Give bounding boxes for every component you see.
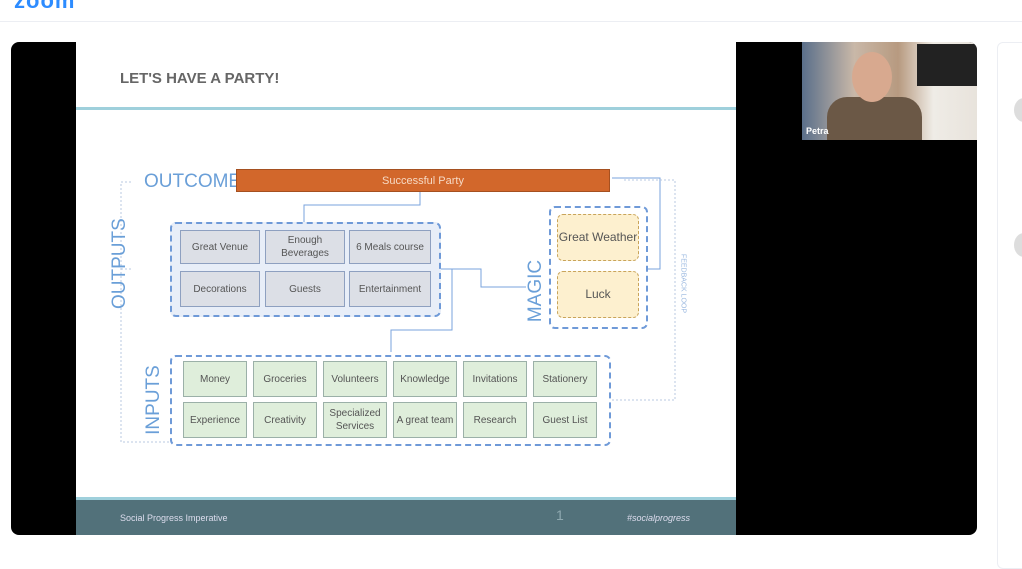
connector-lines [120, 177, 676, 443]
output-item: Guests [265, 271, 345, 307]
inputs-label: INPUTS [143, 365, 164, 435]
magic-item: Great Weather [557, 214, 639, 261]
participant-name: Petra [806, 126, 829, 136]
background-tv [917, 44, 977, 86]
output-item: Entertainment [349, 271, 431, 307]
feedback-left-line [120, 181, 169, 443]
input-item: Experience [183, 402, 247, 438]
output-item: Enough Beverages [265, 230, 345, 264]
outcome-bar: Successful Party [236, 169, 610, 192]
input-item: Groceries [253, 361, 317, 397]
magic-item: Luck [557, 271, 639, 318]
slide-title: LET'S HAVE A PARTY! [120, 70, 280, 87]
input-item: A great team [393, 402, 457, 438]
footer-org: Social Progress Imperative [120, 513, 228, 523]
magic-group [549, 206, 648, 329]
avatar[interactable] [1014, 98, 1022, 122]
input-item: Volunteers [323, 361, 387, 397]
footer-hashtag: #socialprogress [627, 513, 691, 523]
magic-to-outputs-line [441, 268, 526, 288]
magic-to-outcome-line [612, 177, 661, 270]
outcome-label: OUTCOME [144, 171, 242, 192]
input-item: Creativity [253, 402, 317, 438]
presentation-slide: LET'S HAVE A PARTY! OUTCOME Successful P… [76, 42, 736, 535]
output-item: Great Venue [180, 230, 260, 264]
output-item: 6 Meals course [349, 230, 431, 264]
avatar[interactable] [1014, 233, 1022, 257]
input-item: Knowledge [393, 361, 457, 397]
title-rule [76, 107, 736, 110]
input-item: Stationery [533, 361, 597, 397]
input-item: Invitations [463, 361, 527, 397]
slide-footer: Social Progress Imperative 1 #socialprog… [76, 497, 736, 535]
participant-body [827, 97, 922, 140]
top-bar: zoom [0, 0, 1022, 22]
feedback-right-line [612, 179, 676, 401]
input-item: Specialized Services [323, 402, 387, 438]
participant-video[interactable]: Petra [802, 42, 977, 140]
side-panel [997, 42, 1022, 569]
input-item: Guest List [533, 402, 597, 438]
input-item: Money [183, 361, 247, 397]
feedback-loop-label: FEEDBACK LOOP [679, 253, 687, 314]
zoom-logo: zoom [14, 0, 76, 13]
outputs-label: OUTPUTS [109, 218, 130, 309]
input-item: Research [463, 402, 527, 438]
participant-face [852, 52, 892, 102]
magic-label: MAGIC [525, 259, 546, 323]
page-number: 1 [556, 507, 564, 523]
output-item: Decorations [180, 271, 260, 307]
outputs-to-outcome-line [303, 192, 421, 222]
inputs-group [170, 355, 611, 446]
